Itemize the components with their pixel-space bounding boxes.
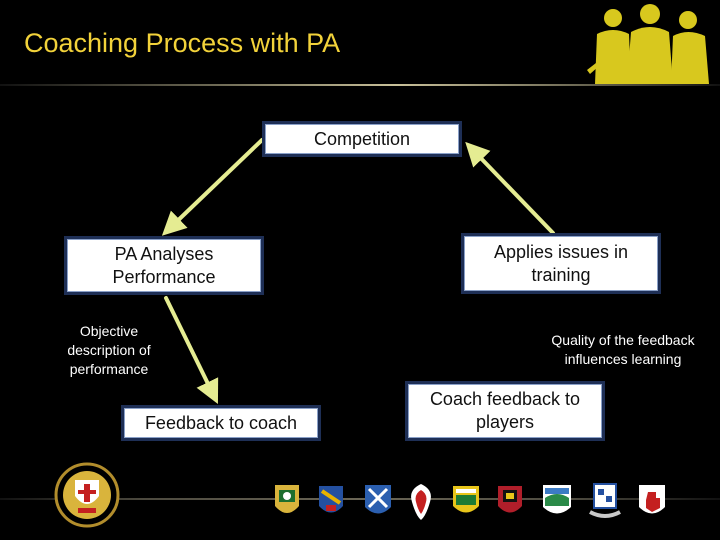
feedback-coach-box: Feedback to coach — [121, 405, 321, 441]
arrow-competition-to-pa — [161, 138, 264, 236]
derry-crest-icon — [411, 484, 431, 520]
objective-note: Objective description of performance — [67, 323, 151, 377]
applies-label: Applies issues in training — [493, 241, 629, 285]
donegal-crest-icon — [453, 486, 479, 513]
title-divider — [0, 84, 720, 86]
cavan-crest-icon — [365, 485, 391, 514]
coach-feedback-box: Coach feedback to players — [405, 381, 605, 441]
fermanagh-crest-icon — [543, 485, 571, 514]
tyrone-crest-icon — [639, 485, 665, 514]
ulster-crest-icon — [54, 462, 120, 528]
footer-divider — [0, 498, 720, 500]
down-crest-icon — [498, 486, 522, 513]
players-silhouette-icon — [587, 4, 709, 84]
applies-box: Applies issues in training — [461, 233, 661, 294]
pa-analyses-box: PA Analyses Performance — [64, 236, 264, 295]
antrim-crest-icon — [275, 485, 299, 513]
arrow-applies-to-competition — [465, 141, 555, 235]
monaghan-crest-icon — [589, 483, 621, 518]
page-title: Coaching Process with PA — [24, 28, 341, 58]
competition-box: Competition — [262, 121, 462, 157]
quality-note: Quality of the feedback influences learn… — [551, 332, 695, 367]
coach-feedback-label: Coach feedback to players — [429, 389, 581, 432]
pa-analyses-label: PA Analyses Performance — [112, 243, 216, 287]
competition-label: Competition — [313, 128, 411, 149]
armagh-crest-icon — [319, 486, 343, 513]
feedback-coach-label: Feedback to coach — [144, 412, 298, 433]
arrow-pa-to-feedback — [164, 296, 219, 405]
